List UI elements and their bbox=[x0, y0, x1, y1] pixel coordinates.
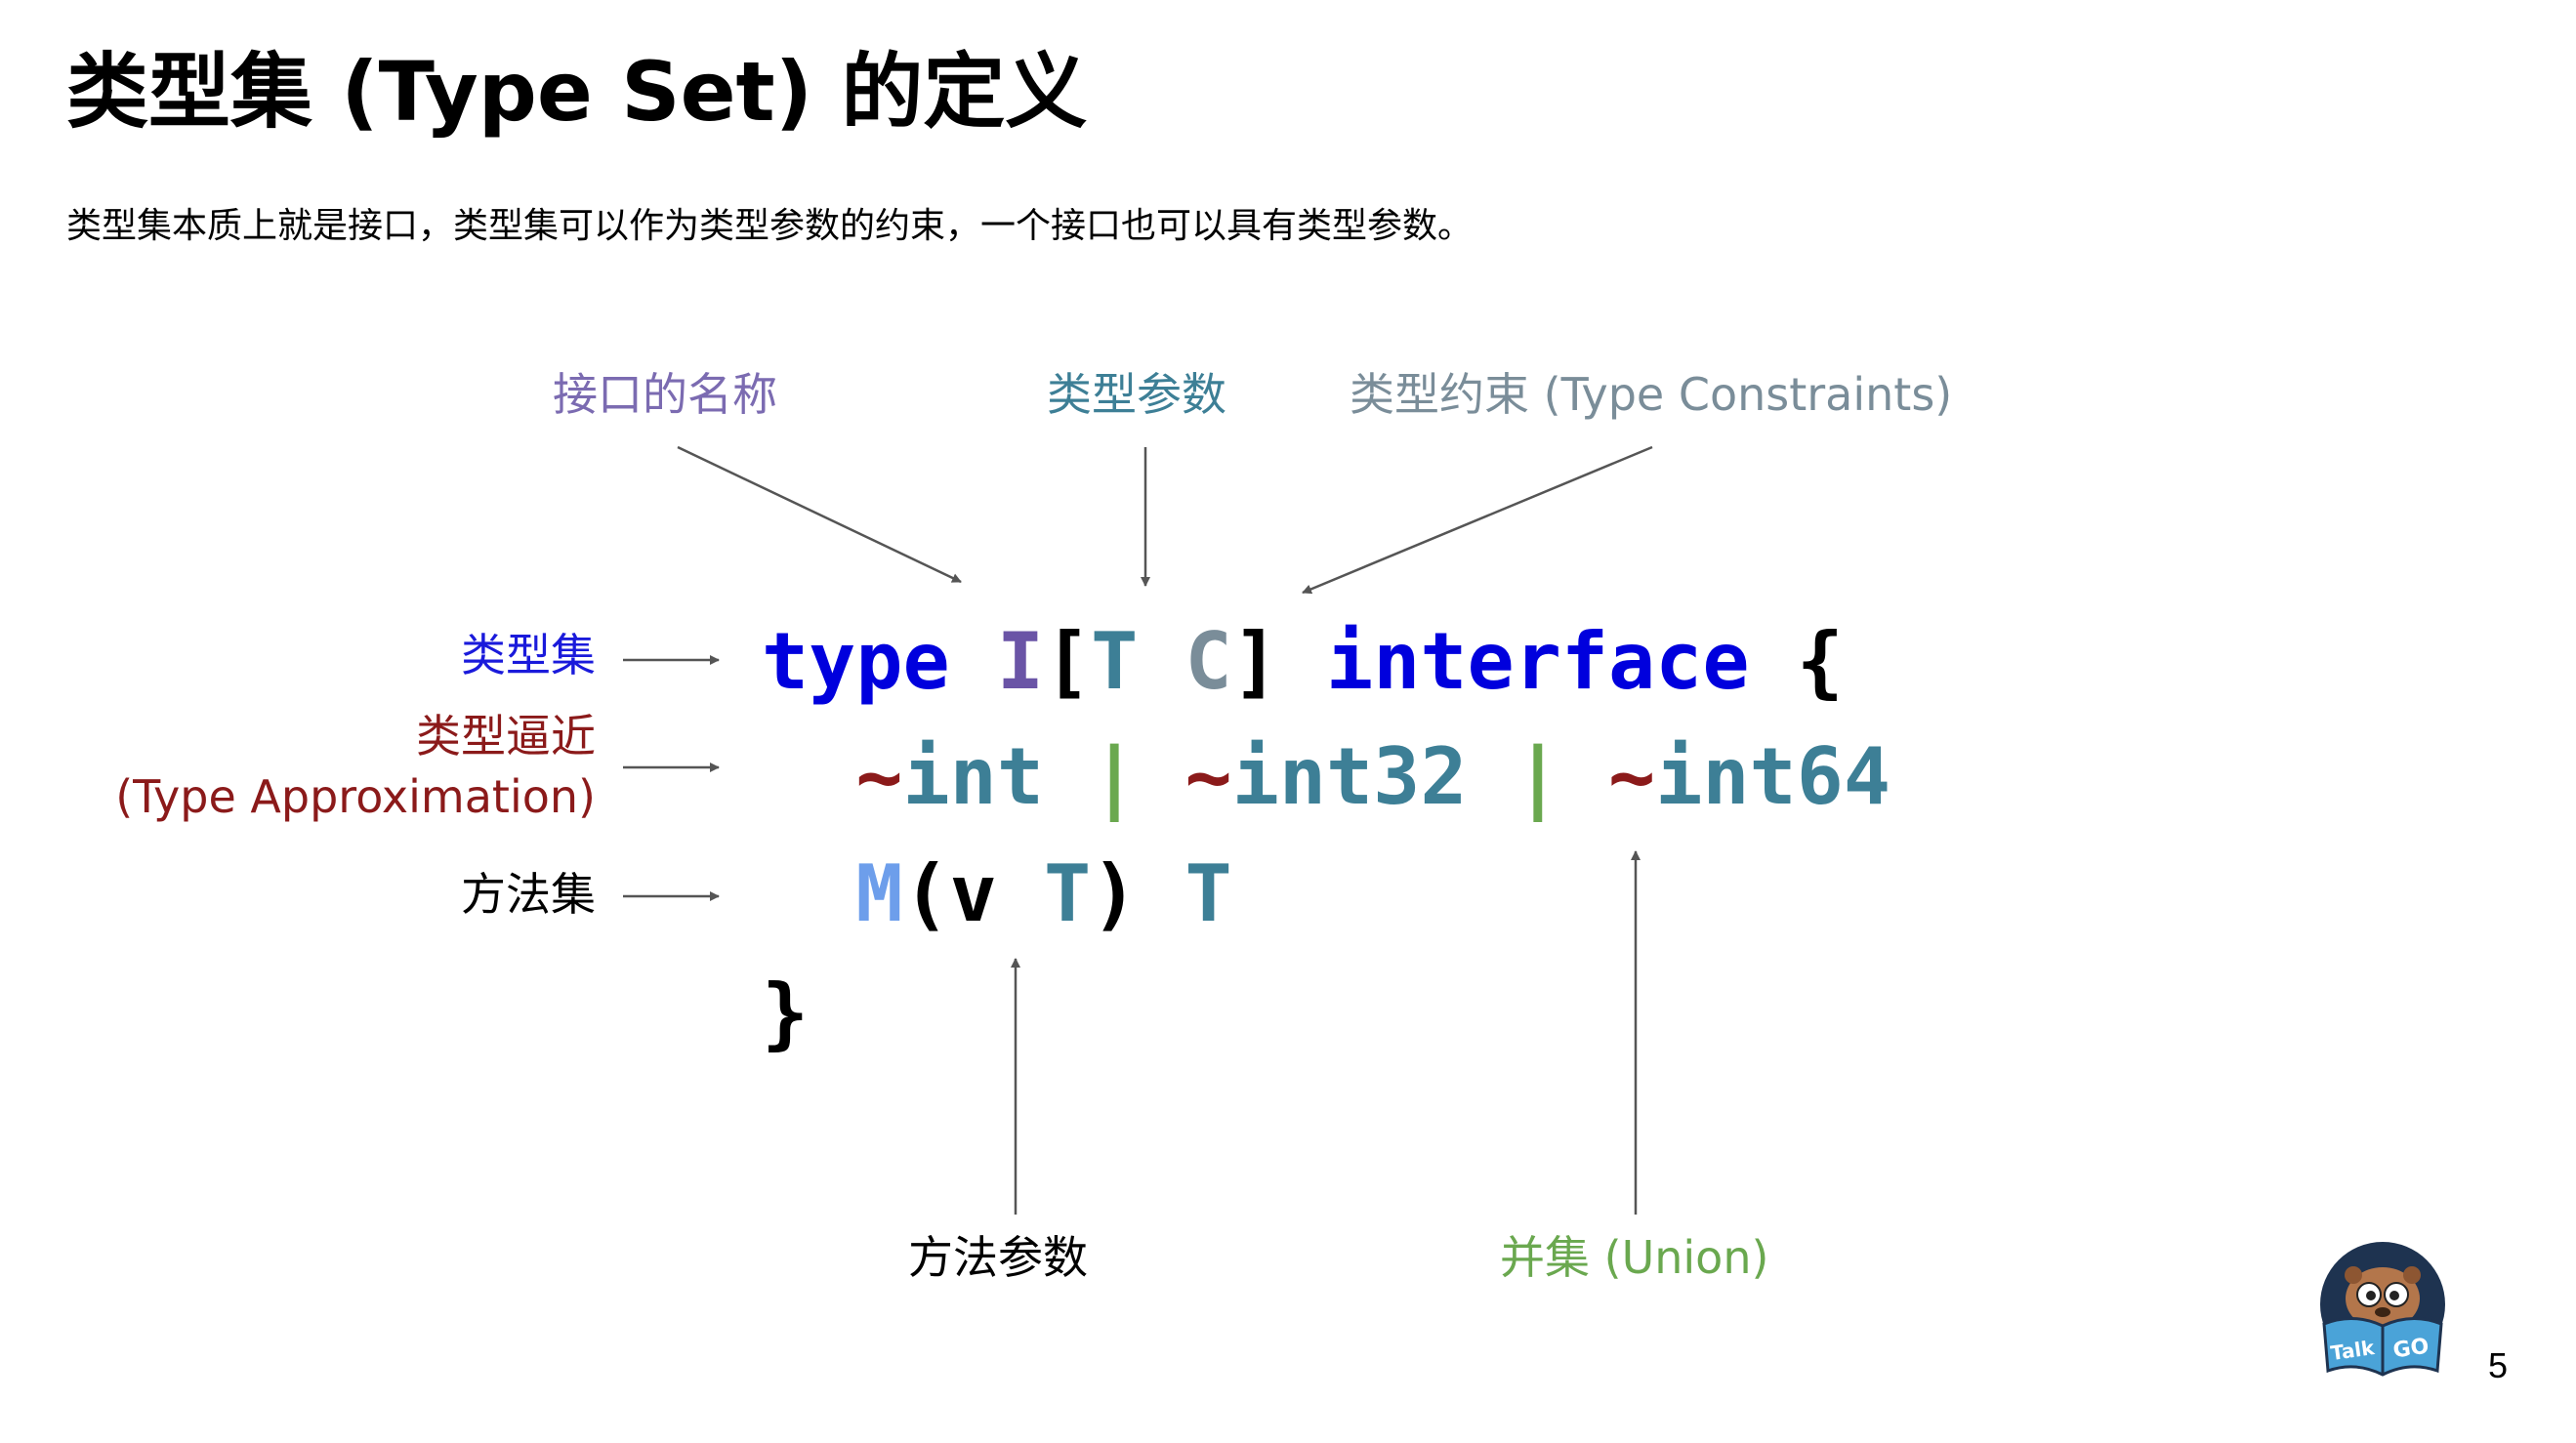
label-type-set: 类型集 bbox=[461, 629, 596, 681]
label-type-approx-line2: (Type Approximation) bbox=[115, 770, 596, 823]
code-int: int bbox=[902, 731, 1045, 822]
code-tilde-2: ~ bbox=[1184, 731, 1232, 822]
code-pipe-2: | bbox=[1514, 731, 1561, 822]
code-tilde-1: ~ bbox=[855, 731, 903, 822]
code-rparen: ) bbox=[1091, 848, 1139, 939]
code-line-4: } bbox=[762, 974, 809, 1052]
label-type-constraint: 类型约束 (Type Constraints) bbox=[1350, 368, 1953, 421]
label-union: 并集 (Union) bbox=[1500, 1231, 1769, 1284]
code-pipe-1: | bbox=[1091, 731, 1139, 822]
code-lbracket: [ bbox=[1044, 616, 1092, 707]
code-interface-name: I bbox=[996, 616, 1044, 707]
code-keyword-type: type bbox=[762, 616, 950, 707]
page-title: 类型集 (Type Set) 的定义 bbox=[66, 44, 1088, 140]
code-param-v: v bbox=[949, 848, 997, 939]
code-brace-open: { bbox=[1796, 616, 1844, 707]
code-constraint: C bbox=[1184, 616, 1232, 707]
code-int32: int32 bbox=[1231, 731, 1468, 822]
code-return-type: T bbox=[1184, 848, 1232, 939]
code-keyword-interface: interface bbox=[1326, 616, 1750, 707]
code-lparen: ( bbox=[902, 848, 950, 939]
code-type-param: T bbox=[1091, 616, 1139, 707]
code-line-1: type I[T C] interface { bbox=[762, 623, 1844, 701]
page-number: 5 bbox=[2488, 1345, 2509, 1385]
code-param-type: T bbox=[1044, 848, 1092, 939]
code-line-3: M(v T) T bbox=[762, 855, 1231, 933]
arrow-type-constraint bbox=[1302, 445, 1653, 595]
label-interface-name: 接口的名称 bbox=[553, 368, 777, 421]
code-tilde-3: ~ bbox=[1608, 731, 1656, 822]
code-brace-close: } bbox=[762, 968, 810, 1058]
label-type-param: 类型参数 bbox=[1047, 368, 1226, 421]
code-int64: int64 bbox=[1655, 731, 1891, 822]
logo-text-go: GO bbox=[2391, 1335, 2431, 1364]
arrow-interface-name bbox=[677, 445, 962, 584]
talkgo-logo: Talk GO bbox=[2320, 1242, 2445, 1377]
label-type-approx-line1: 类型逼近 bbox=[416, 710, 596, 763]
code-method-name: M bbox=[855, 848, 903, 939]
page-subtitle: 类型集本质上就是接口，类型集可以作为类型参数的约束，一个接口也可以具有类型参数。 bbox=[66, 206, 1474, 246]
label-method-set: 方法集 bbox=[461, 868, 596, 921]
code-rbracket: ] bbox=[1231, 616, 1279, 707]
code-line-2: ~int | ~int32 | ~int64 bbox=[762, 738, 1890, 816]
label-method-param: 方法参数 bbox=[908, 1231, 1088, 1284]
